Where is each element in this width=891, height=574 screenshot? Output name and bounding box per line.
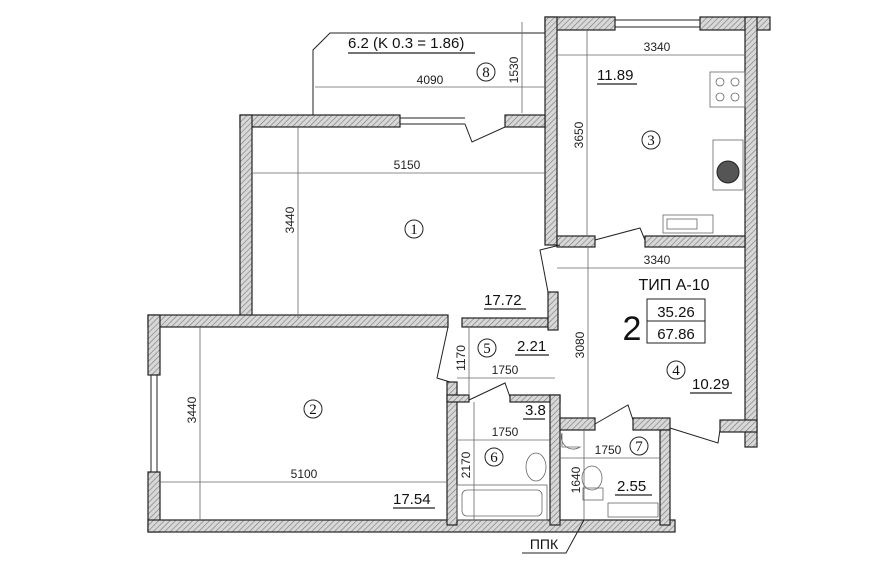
dim-corridor-depth: 1170 (454, 345, 468, 371)
wc-sink-icon (560, 432, 582, 450)
dim-kitchen-width: 3340 (644, 40, 671, 54)
dim-room1-width: 5150 (394, 158, 421, 172)
dim-room2-depth: 3440 (185, 396, 199, 423)
room-4-number: 4 (672, 363, 680, 379)
dim-bath-width: 1750 (492, 425, 519, 439)
doors (436, 123, 721, 444)
dim-hall-width: 3340 (644, 253, 671, 267)
dim-balcony-depth: 1530 (507, 56, 521, 83)
apartment-summary: ТИП А-10 2 35.26 67.86 (623, 277, 710, 348)
dim-room1-depth: 3440 (283, 206, 297, 233)
dim-corridor-width: 1750 (492, 363, 519, 377)
walls (147, 16, 771, 533)
fixtures (456, 71, 746, 521)
dim-bath-depth: 2170 (459, 451, 473, 478)
room-2-number: 2 (309, 402, 317, 418)
room-8-number: 8 (482, 65, 490, 81)
rooms-count: 2 (623, 310, 642, 348)
room-6-area: 3.8 (525, 402, 546, 419)
bathtub-icon (456, 484, 548, 521)
living-area: 35.26 (657, 304, 695, 321)
room-5-area: 2.21 (517, 338, 546, 355)
room-2-area: 17.54 (393, 491, 431, 508)
dim-wc-depth: 1640 (569, 466, 583, 493)
total-area: 67.86 (657, 326, 695, 343)
ppk-callout: ППК (522, 519, 585, 554)
room-4-area: 10.29 (692, 376, 730, 393)
room-numbers: 1 2 3 4 5 6 7 8 (303, 62, 686, 467)
toilet-icon (581, 465, 603, 491)
room-6-number: 6 (490, 450, 498, 466)
dim-wc-width: 1750 (595, 443, 622, 457)
dim-kitchen-depth: 3650 (572, 121, 586, 148)
dim-hall-depth: 3080 (573, 331, 587, 358)
washer-icon (712, 139, 744, 191)
apartment-type: ТИП А-10 (638, 277, 709, 294)
dim-room2-width: 5100 (291, 467, 318, 481)
radiator-icon (607, 502, 659, 518)
room-7-number: 7 (635, 439, 643, 455)
room-3-number: 3 (647, 133, 655, 149)
windows (150, 19, 700, 472)
dimension-labels: 4090 1530 3340 3650 5150 3440 5100 3440 … (185, 40, 671, 493)
room-7-area: 2.55 (617, 478, 646, 495)
stove-icon (709, 71, 746, 108)
room-areas: 17.72 17.54 11.89 10.29 2.21 3.8 2.55 6.… (348, 35, 732, 509)
dimension-lines (160, 22, 745, 520)
microwave-icon (662, 214, 714, 234)
balcony-area: 6.2 (K 0.3 = 1.86) (348, 35, 464, 52)
dim-balcony-width: 4090 (417, 73, 444, 87)
balcony-outline (312, 32, 545, 115)
room-5-number: 5 (483, 341, 491, 357)
room-3-area: 11.89 (597, 67, 633, 84)
room-1-area: 17.72 (484, 292, 522, 309)
sink-icon (525, 452, 547, 482)
room-1-number: 1 (410, 222, 418, 238)
ppk-label: ППК (530, 536, 559, 552)
